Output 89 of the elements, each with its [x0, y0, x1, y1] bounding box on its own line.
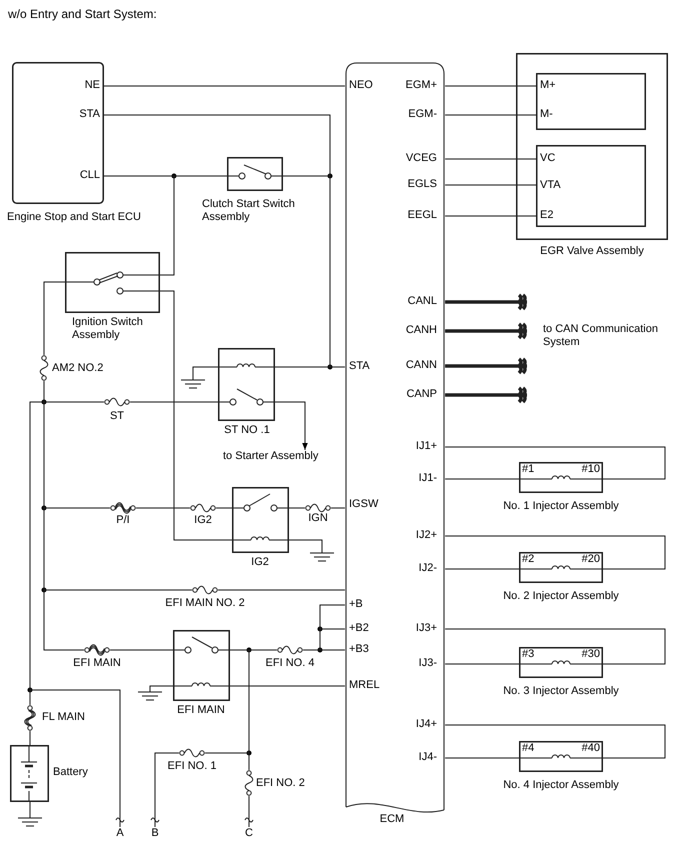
pin-label: E2	[540, 209, 554, 222]
fuse-label: ST	[110, 410, 124, 423]
pin-label: IJ3-	[418, 657, 437, 670]
terminal-label: #30	[582, 648, 600, 661]
pin-label: VTA	[540, 179, 561, 192]
pin-label: CANL	[408, 295, 437, 308]
pin-label: CANP	[406, 388, 437, 401]
bus-wire	[443, 386, 529, 404]
component-label: No. 3 Injector Assembly	[503, 685, 619, 698]
fuse-label: EFI MAIN	[73, 657, 121, 670]
arrow	[274, 402, 308, 450]
fuse-label: EFI NO. 2	[256, 777, 305, 790]
terminal-label: #3	[522, 648, 534, 661]
fuse-label: AM2 NO.2	[52, 362, 104, 375]
wire	[444, 158, 536, 160]
terminal-label: B	[151, 827, 159, 840]
terminal-label: #10	[582, 463, 600, 476]
terminal-label: A	[116, 827, 124, 840]
pin-label: IJ4+	[416, 718, 437, 731]
pin-label: IJ2+	[416, 529, 437, 542]
fuse-label: IG2	[194, 514, 212, 527]
pin-label: EGM+	[406, 79, 437, 92]
bus-wire	[443, 293, 529, 311]
pin-label: EEGL	[408, 209, 437, 222]
pin-label: CANH	[406, 324, 437, 337]
component-label: No. 1 Injector Assembly	[503, 500, 619, 513]
wire	[444, 446, 666, 480]
component-label: Clutch Start Switch Assembly	[202, 198, 296, 224]
fuse-label: FL MAIN	[42, 711, 85, 724]
wire	[444, 536, 666, 570]
fuse-label: IGN	[308, 512, 328, 525]
component-label: EGR Valve Assembly	[540, 245, 644, 258]
pin-label: IJ1+	[416, 440, 437, 453]
pin-label: CANN	[406, 359, 437, 372]
destination-label: to Starter Assembly	[223, 450, 318, 463]
fuse-label: EFI NO. 1	[168, 760, 216, 773]
wire	[244, 796, 254, 828]
pin-label: +B2	[349, 622, 369, 635]
terminal-label: #1	[522, 463, 534, 476]
pin-label: CLL	[80, 169, 100, 182]
pin-label: EGM-	[408, 108, 437, 121]
wire	[444, 114, 536, 116]
pin-label: +B	[349, 598, 363, 611]
bus-wire	[443, 357, 529, 375]
wire	[444, 184, 536, 186]
component-label: No. 2 Injector Assembly	[503, 590, 619, 603]
wire	[444, 478, 520, 480]
wire	[160, 290, 232, 540]
diagram-title: w/o Entry and Start System:	[8, 8, 157, 21]
relay-label: ST NO .1	[224, 424, 270, 437]
wire	[444, 628, 666, 664]
pin-label: M-	[540, 108, 553, 121]
pin-label: EGLS	[408, 178, 437, 191]
bus-wire	[443, 322, 529, 340]
pin-label: NE	[84, 79, 100, 92]
relay-label: EFI MAIN	[177, 704, 225, 717]
terminal-label: #4	[522, 742, 534, 755]
pin-label: IJ2-	[418, 562, 437, 575]
pin-label: IJ1-	[418, 472, 437, 485]
pin-label: IJ3+	[416, 622, 437, 635]
fuse-label: EFI NO. 4	[266, 657, 314, 670]
component-label: No. 4 Injector Assembly	[503, 779, 619, 792]
relay-label: IG2	[251, 556, 269, 569]
fuse-label: EFI MAIN NO. 2	[165, 597, 245, 610]
wire	[44, 282, 66, 356]
component-label: Ignition Switch Assembly	[72, 316, 144, 342]
wire	[444, 568, 520, 570]
component-label: Battery	[53, 766, 88, 779]
terminal-label: #20	[582, 553, 600, 566]
pin-label: VC	[540, 152, 556, 165]
pin-label: VCEG	[406, 152, 437, 165]
component-label: ECM	[380, 813, 404, 826]
pin-label: M+	[540, 79, 556, 92]
pin-label: NEO	[349, 79, 373, 92]
wire	[444, 724, 666, 758]
pin-label: MREL	[349, 679, 380, 692]
pin-label: STA	[79, 108, 100, 121]
pin-label: IGSW	[349, 498, 378, 511]
pin-label: STA	[349, 360, 370, 373]
wire	[302, 604, 346, 650]
fuse-label: P/I	[116, 514, 130, 527]
terminal-label: #40	[582, 742, 600, 755]
pin-label: IJ4-	[418, 751, 437, 764]
component-label: Engine Stop and Start ECU	[7, 211, 141, 224]
terminal-label: C	[245, 827, 253, 840]
destination-label: to CAN Communication System	[543, 323, 659, 349]
wire	[30, 690, 124, 828]
terminal-label: #2	[522, 553, 534, 566]
pin-label: +B3	[349, 643, 369, 656]
